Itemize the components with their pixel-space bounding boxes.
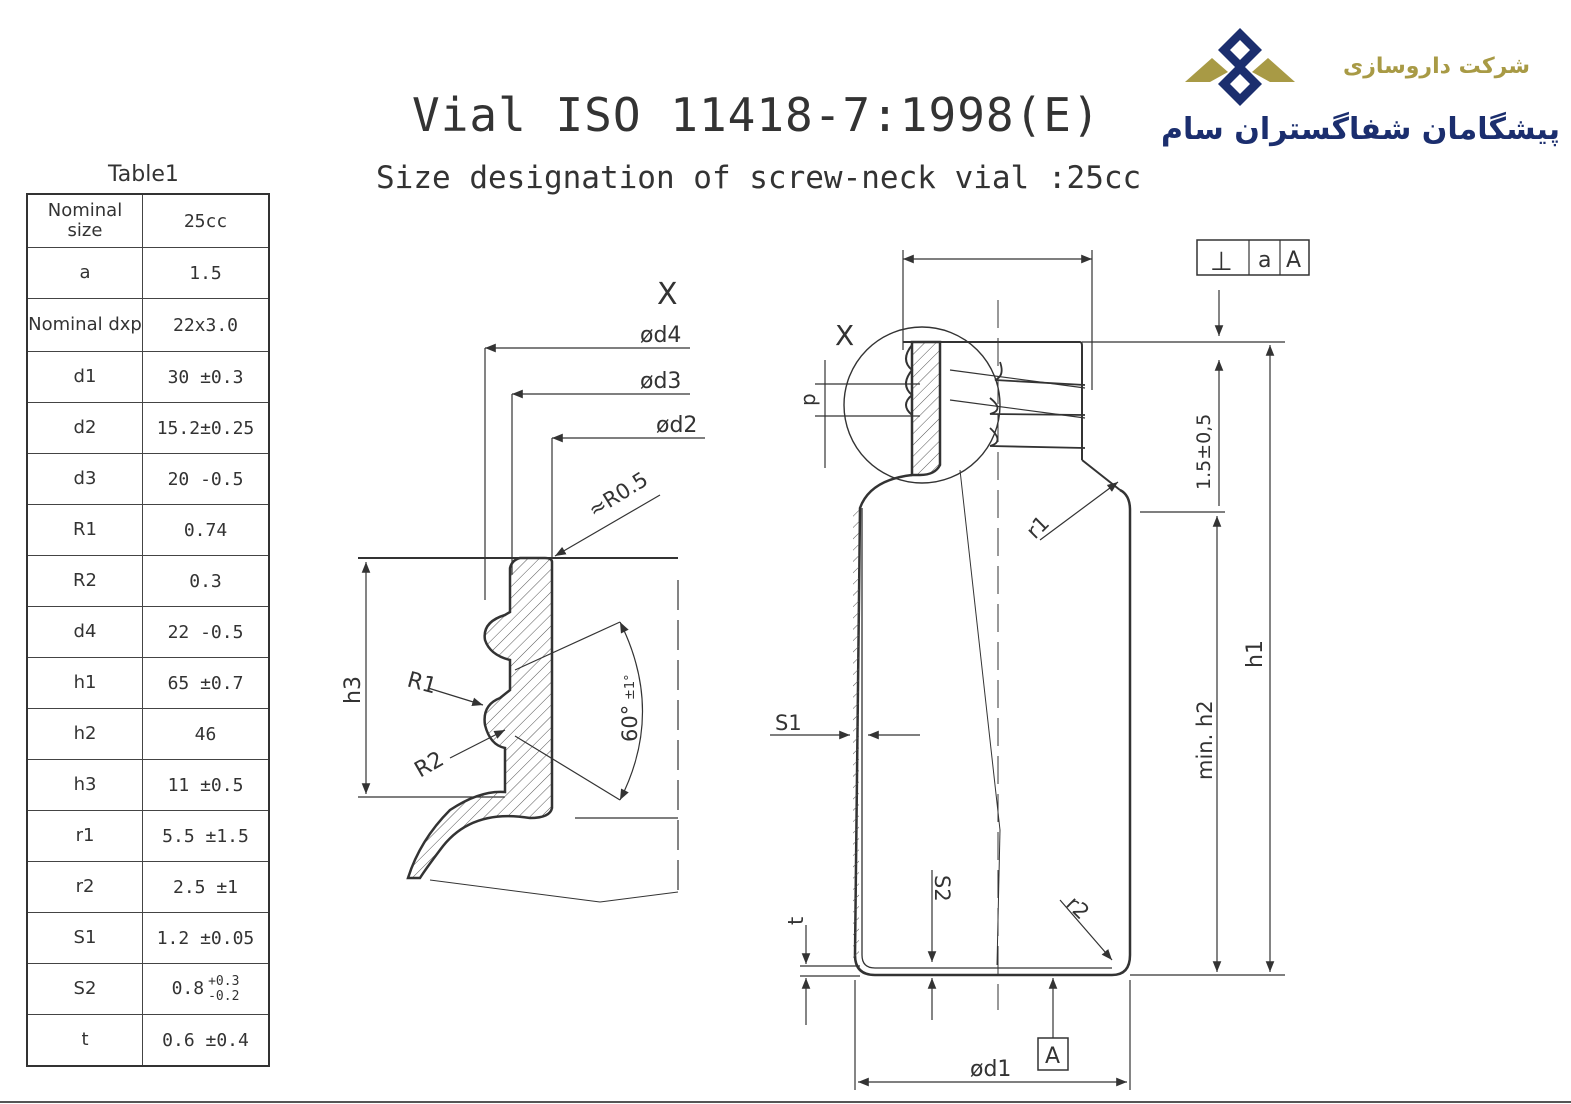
vial-x-marker: X — [835, 319, 854, 352]
label-h3: h3 — [341, 676, 366, 704]
label-d2: ød2 — [656, 413, 697, 438]
row-value: 22x3.0 — [142, 298, 270, 352]
row-key: r2 — [26, 861, 143, 913]
row-value: 2.5 ±1 — [142, 861, 270, 913]
label-min-h2: min. h2 — [1193, 700, 1217, 780]
company-logo: شرکت داروسازی پیشگامان شفاگستران سام — [1160, 20, 1560, 160]
page-title: Vial ISO 11418-7:1998(E) — [412, 88, 1101, 142]
table-title: Table1 — [108, 162, 179, 187]
row-value: 30 ±0.3 — [142, 351, 270, 403]
row-value: 11 ±0.5 — [142, 759, 270, 811]
label-r05: ≈R0.5 — [584, 467, 652, 522]
label-R1: R1 — [404, 668, 439, 700]
frame-A: A — [1286, 248, 1301, 273]
row-key: R1 — [26, 504, 143, 556]
detail-x-view: X ød4 ød3 ød2 ≈R0.5 h3 R1 R2 — [341, 277, 705, 903]
row-key: S1 — [26, 912, 143, 964]
row-key: h3 — [26, 759, 143, 811]
label-S1: S1 — [775, 711, 802, 735]
row-key: d1 — [26, 351, 143, 403]
label-angle: 60° — [618, 705, 642, 742]
vial-view: ⊥ a A X p r1 1.5±0,5 — [770, 239, 1310, 1090]
label-r2: r2 — [1061, 892, 1094, 925]
frame-perpendicular-symbol: ⊥ — [1210, 247, 1233, 277]
label-angle-tol: ±1° — [623, 674, 638, 700]
row-value: 20 -0.5 — [142, 453, 270, 505]
row-value: 0.6 ±0.4 — [142, 1014, 270, 1067]
row-key: S2 — [26, 963, 143, 1015]
row-value: 15.2±0.25 — [142, 402, 270, 454]
row-key: d3 — [26, 453, 143, 505]
label-t: t — [784, 917, 808, 925]
s2-tol-minus: -0.2 — [208, 989, 240, 1004]
row-key: h2 — [26, 708, 143, 760]
logo-mark-icon — [1185, 28, 1295, 106]
row-value: 1.2 ±0.05 — [142, 912, 270, 964]
row-value: 5.5 ±1.5 — [142, 810, 270, 862]
s2-base-value: 0.8 — [171, 978, 205, 999]
row-key: Nominal size — [26, 193, 143, 248]
s2-tol-plus: +0.3 — [208, 974, 240, 989]
label-dim-1-5: 1.5±0,5 — [1193, 414, 1215, 490]
s2-tolerance: +0.3-0.2 — [208, 974, 239, 1004]
label-d3: ød3 — [640, 369, 681, 394]
row-value: 0.3 — [142, 555, 270, 607]
datum-A: A — [1045, 1044, 1060, 1069]
row-value: 25cc — [142, 193, 270, 248]
row-key: t — [26, 1014, 143, 1067]
page-subtitle: Size designation of screw-neck vial :25c… — [376, 160, 1142, 196]
row-key: a — [26, 247, 143, 299]
detail-x-marker: X — [657, 277, 678, 312]
logo-company-line2: پیشگامان شفاگستران سام — [1161, 112, 1560, 147]
label-p: p — [796, 393, 820, 406]
row-value: 0.8+0.3-0.2 — [142, 963, 270, 1015]
label-R2: R2 — [411, 747, 449, 783]
label-S2: S2 — [930, 875, 954, 902]
row-value: 0.74 — [142, 504, 270, 556]
label-d4: ød4 — [640, 323, 681, 348]
label-h1: h1 — [1243, 640, 1268, 668]
label-d1: ød1 — [970, 1057, 1011, 1082]
logo-company-line1: شرکت داروسازی — [1343, 54, 1530, 79]
label-r1: r1 — [1022, 511, 1055, 544]
frame-a: a — [1258, 248, 1271, 273]
row-value: 22 -0.5 — [142, 606, 270, 658]
